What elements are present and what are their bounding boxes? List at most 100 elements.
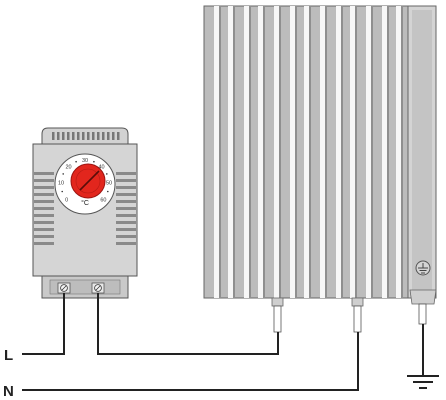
side-vent — [34, 172, 54, 175]
heater-fin-shadow — [355, 6, 357, 298]
thermostat-vent-slots — [52, 132, 120, 140]
vent-slot — [77, 132, 80, 140]
side-vent — [116, 200, 136, 203]
heater-fin-highlight — [244, 6, 249, 298]
heater-bushing-left — [271, 297, 284, 307]
ground-symbol-icon — [407, 375, 439, 389]
thermostat-side-vents — [34, 172, 136, 245]
side-vent — [34, 179, 54, 182]
earth-gland — [409, 289, 437, 305]
side-vent — [34, 200, 54, 203]
heater-fin-highlight — [396, 6, 401, 298]
heater-fin-highlight — [382, 6, 387, 298]
heater-fin-highlight — [320, 6, 325, 298]
heater-fin-highlight — [350, 6, 355, 298]
side-vent — [34, 242, 54, 245]
dial-tick-label: 0 — [65, 197, 68, 203]
neutral-label: N — [3, 383, 14, 400]
side-vent — [116, 186, 136, 189]
heater-fin-highlight — [228, 6, 233, 298]
heater-fin-highlight — [366, 6, 371, 298]
side-vent — [116, 207, 136, 210]
dial-tick-dot — [93, 160, 95, 163]
vent-slot — [107, 132, 110, 140]
vent-slot — [57, 132, 60, 140]
wire-neutral — [22, 332, 359, 391]
wiring — [22, 293, 424, 391]
heater-fin-shadow — [341, 6, 343, 298]
heater-fin-shadow — [371, 6, 373, 298]
heater — [203, 5, 437, 333]
heater-fin-shadow — [279, 6, 281, 298]
line-label: L — [4, 347, 13, 364]
vent-slot — [87, 132, 90, 140]
vent-slot — [67, 132, 70, 140]
heater-cable-left — [273, 305, 282, 333]
side-vent — [34, 228, 54, 231]
side-vent — [116, 228, 136, 231]
heater-fin-shadow — [249, 6, 251, 298]
side-vent — [116, 242, 136, 245]
dial-tick-dot — [107, 190, 109, 193]
dial-tick-dot — [61, 190, 63, 193]
side-vent — [34, 207, 54, 210]
dial-tick-label: 50 — [106, 181, 112, 187]
side-vent — [116, 193, 136, 196]
thermostat-cap — [41, 127, 129, 145]
side-vent — [116, 179, 136, 182]
dial-tick-dot — [106, 173, 108, 175]
vent-slot — [72, 132, 75, 140]
dial-tick-label: 20 — [65, 165, 71, 171]
vent-slot — [117, 132, 120, 140]
dial-tick-label: 60 — [100, 197, 106, 203]
vent-slot — [97, 132, 100, 140]
vent-slot — [102, 132, 105, 140]
heater-fin-shadow — [233, 6, 235, 298]
heater-fin-highlight — [304, 6, 309, 298]
heater-fin-shadow — [401, 6, 403, 298]
side-vent — [34, 235, 54, 238]
screw-terminal-icon — [91, 282, 105, 294]
side-vent — [34, 221, 54, 224]
heater-fins — [214, 6, 403, 298]
heater-fin-highlight — [290, 6, 295, 298]
dial-tick-label: 40 — [98, 165, 104, 171]
heater-bushing-right — [351, 297, 364, 307]
side-vent — [34, 193, 54, 196]
side-vent — [116, 235, 136, 238]
vent-slot — [52, 132, 55, 140]
heater-fin-shadow — [325, 6, 327, 298]
heater-fin-highlight — [214, 6, 219, 298]
heater-fin-highlight — [336, 6, 341, 298]
heater-fin-shadow — [219, 6, 221, 298]
earth-terminal — [415, 260, 431, 276]
vent-slot — [92, 132, 95, 140]
dial-tick-label: 10 — [58, 181, 64, 187]
side-vent — [116, 214, 136, 217]
dial-tick-dot — [75, 160, 77, 163]
earth-cable — [418, 303, 427, 325]
dial-pointer — [79, 170, 100, 191]
heater-fin-shadow — [309, 6, 311, 298]
heater-fin-shadow — [263, 6, 265, 298]
vent-slot — [82, 132, 85, 140]
heater-fin-highlight — [258, 6, 263, 298]
dial-tick-dot — [62, 173, 64, 175]
wire-thermostat-to-heater — [97, 293, 279, 355]
screw-terminal-icon — [57, 282, 71, 294]
heater-fin-shadow — [295, 6, 297, 298]
side-vent — [34, 214, 54, 217]
side-vent — [34, 186, 54, 189]
wire-line — [22, 293, 65, 355]
heater-cable-right — [353, 305, 362, 333]
heater-fin-shadow — [387, 6, 389, 298]
side-vent — [116, 172, 136, 175]
side-vent — [116, 221, 136, 224]
heater-fin-highlight — [274, 6, 279, 298]
vent-slot — [62, 132, 65, 140]
dial-unit-label: °C — [81, 199, 89, 207]
